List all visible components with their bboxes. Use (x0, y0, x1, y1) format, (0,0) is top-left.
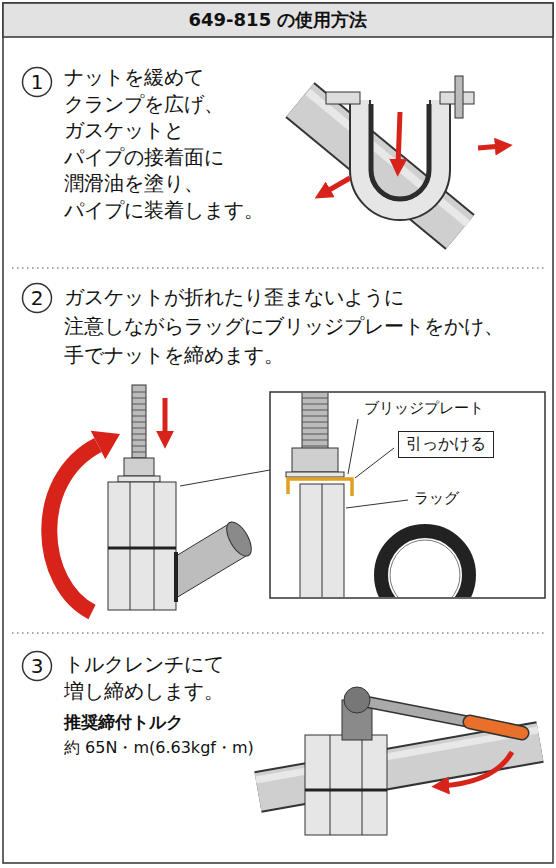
detail-inset (288, 479, 352, 496)
step-number: 1 (21, 66, 53, 98)
torque-wrench-figure (357, 700, 470, 722)
spec-heading: 推奨締付トルク (64, 711, 183, 733)
torque-wrench-figure (256, 687, 540, 835)
clamp-install-figure (455, 76, 463, 118)
step-instruction: トルクレンチにて 増し締めします。 (64, 651, 274, 705)
detail-inset (292, 448, 338, 472)
hand-tighten-figure (91, 431, 120, 459)
part-name: ラッグ (412, 489, 461, 509)
torque-wrench-figure (305, 789, 387, 792)
page-frame (3, 3, 553, 863)
step-number-text: 3 (21, 650, 53, 682)
torque-wrench-figure (470, 722, 522, 733)
clamp-install-figure (478, 146, 502, 148)
hand-tighten-figure (49, 385, 270, 612)
clamp-install-figure (371, 104, 429, 199)
clamp-install-figure (360, 100, 440, 210)
torque-wrench-figure (258, 742, 540, 792)
torque-wrench-figure (258, 742, 540, 792)
clamp-install-figure (300, 76, 502, 232)
hand-tighten-figure (154, 482, 155, 610)
clamp-install-figure (326, 92, 360, 104)
detail-inset (322, 484, 323, 597)
clamp-install-figure (324, 178, 350, 193)
step-number-text: 2 (21, 282, 53, 314)
detail-inset (302, 393, 328, 450)
title-heading: 649-815 の使用方法 (3, 3, 553, 37)
hand-tighten-figure (132, 385, 146, 458)
detail-inset (270, 392, 545, 619)
detail-inset (381, 531, 469, 597)
hand-tighten-figure (130, 482, 131, 610)
step-number: 2 (21, 282, 53, 314)
torque-wrench-figure (305, 735, 387, 835)
step-instruction: ナットを緩めて クランプを広げ、 ガスケットと パイプの接着面に 潤滑油を塗り、… (64, 64, 299, 223)
clamp-install-figure (300, 100, 460, 232)
step-number-text: 1 (21, 66, 53, 98)
hand-tighten-figure (118, 476, 160, 482)
clamp-install-figure (308, 92, 468, 224)
clamp-install-figure (360, 100, 440, 210)
hand-tighten-figure (174, 552, 178, 602)
detail-inset (286, 393, 469, 597)
clamp-install-figure (398, 112, 400, 166)
hand-tighten-figure (49, 445, 98, 612)
torque-wrench-figure (362, 735, 363, 835)
torque-wrench-figure (330, 735, 331, 835)
detail-inset (286, 472, 344, 477)
torque-wrench-figure (344, 687, 370, 713)
hand-tighten-figure (132, 392, 146, 452)
hand-tighten-figure (108, 482, 176, 610)
page-frame (3, 3, 553, 863)
detail-inset (390, 540, 460, 597)
hand-tighten-figure (222, 518, 257, 560)
page-frame (12, 632, 544, 634)
hand-tighten-figure (180, 470, 270, 486)
page-frame (12, 267, 544, 269)
callout-text: 引っかける (406, 434, 486, 455)
step-instruction: ガスケットが折れたり歪まないように 注意しながらラッグにブリッジプレートをかけ、… (64, 283, 550, 370)
detail-inset (346, 500, 408, 508)
page-frame (3, 3, 553, 37)
torque-wrench-figure (470, 722, 522, 733)
part-name: ブリッジプレート (362, 399, 486, 419)
hand-tighten-figure (163, 398, 168, 438)
detail-inset (355, 448, 394, 478)
step-number: 3 (21, 650, 53, 682)
spec-value: 約 65N・m(6.63kgf・m) (64, 738, 254, 759)
callout-box: 引っかける (398, 431, 494, 458)
clamp-install-figure (300, 100, 460, 232)
detail-inset (348, 419, 358, 474)
detail-inset (300, 484, 344, 597)
hand-tighten-figure (124, 458, 154, 476)
torque-wrench-figure (357, 700, 470, 722)
hand-tighten-figure (108, 547, 176, 550)
detail-inset (302, 398, 328, 446)
torque-wrench-figure (442, 752, 512, 786)
